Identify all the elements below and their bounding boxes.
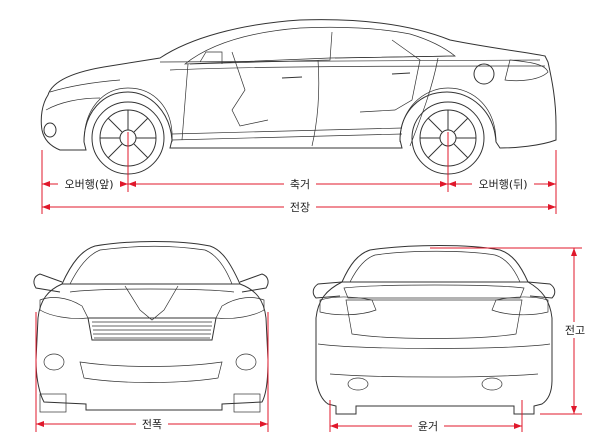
label-front-overhang: 오버행(앞) [64, 178, 113, 191]
label-overall-width: 전폭 [142, 418, 162, 431]
label-wheelbase: 축거 [290, 178, 310, 191]
front-view-car [33, 241, 269, 413]
label-overall-length: 전장 [290, 201, 310, 214]
front-dimension-arrows [36, 421, 268, 427]
rear-dimension-arrows [330, 248, 577, 429]
label-rear-overhang: 오버행(뒤) [478, 178, 527, 191]
side-dimension-arrows [42, 181, 556, 210]
rear-dimension-lines [329, 247, 582, 432]
rear-view-car [312, 245, 556, 415]
label-overall-height: 전고 [565, 324, 585, 337]
label-tread: 윤거 [418, 420, 438, 433]
side-view-car [40, 19, 557, 175]
